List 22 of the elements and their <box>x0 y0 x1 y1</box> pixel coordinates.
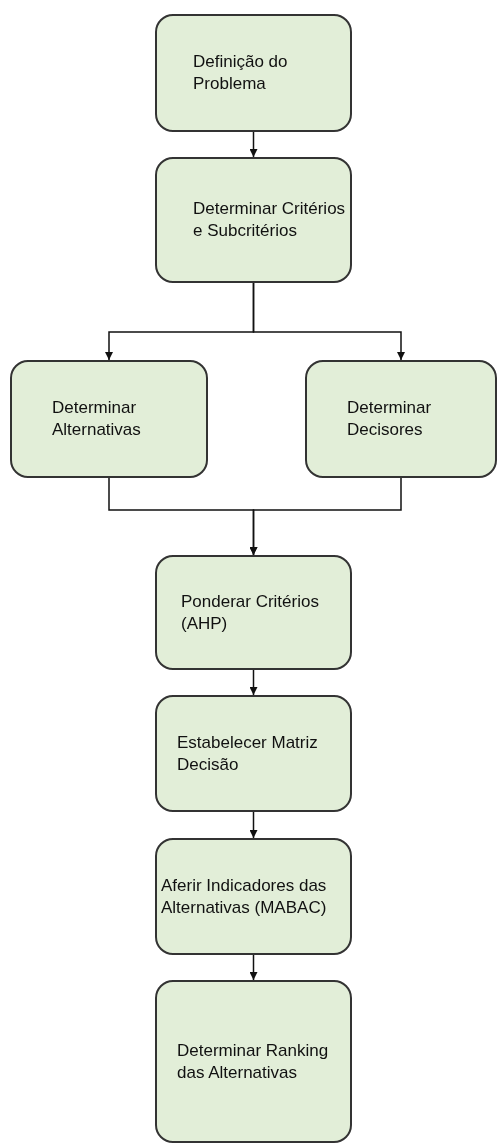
process-box <box>10 360 208 478</box>
process-box <box>155 980 352 1143</box>
arrow <box>249 954 258 981</box>
box-label: Aferir Indicadores das Alternativas (MABAC) <box>161 874 328 919</box>
box-label: Determinar Alternativas <box>52 397 142 441</box>
box-label: Ponderar Critérios (AHP) <box>181 590 320 635</box>
process-box <box>305 360 497 478</box>
process-box <box>155 695 352 812</box>
arrow <box>249 131 258 158</box>
box-label: Definição do Problema <box>193 51 289 95</box>
arrow <box>249 477 402 556</box>
arrow <box>249 811 258 839</box>
process-box <box>155 14 352 132</box>
arrow <box>249 669 258 696</box>
process-box <box>155 555 352 670</box>
box-label: Determinar Critérios e Subcritérios <box>193 198 346 242</box>
process-box <box>155 838 352 955</box>
box-label: Determinar Decisores <box>347 397 433 441</box>
box-label: Estabelecer Matriz Decisão <box>177 731 319 776</box>
process-box <box>155 157 352 283</box>
box-label: Determinar Ranking das Alternativas <box>177 1039 330 1084</box>
arrow <box>252 282 405 361</box>
